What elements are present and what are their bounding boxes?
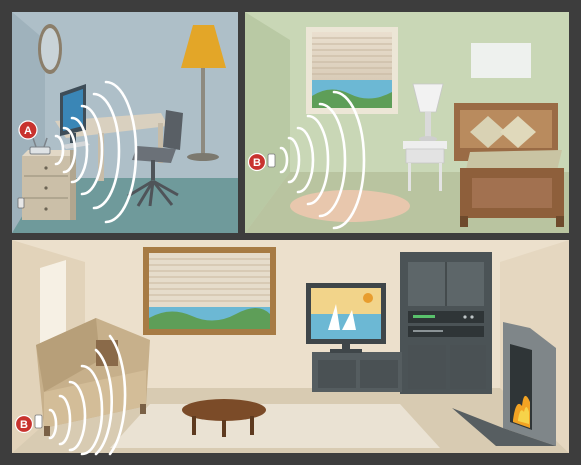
powerline-adapter-icon [268, 154, 275, 167]
living-room-panel: B [12, 240, 569, 454]
coffee-table [182, 399, 266, 437]
tv-icon [306, 283, 386, 353]
living-rug [110, 404, 440, 448]
marker-b-living-label: B [20, 419, 28, 431]
marker-b-living: B [16, 416, 33, 433]
powerline-adapter-icon [35, 415, 42, 428]
marker-b-bedroom: B [249, 154, 266, 171]
bedroom-window [306, 27, 398, 114]
marker-a: A [19, 121, 37, 139]
marker-a-label: A [24, 125, 32, 137]
powerline-adapter-icon [18, 198, 24, 208]
bedroom-picture [471, 43, 531, 78]
bed-icon [454, 103, 564, 227]
living-window [143, 247, 276, 335]
marker-b-bedroom-label: B [253, 157, 261, 169]
office-panel: A [12, 12, 238, 233]
bedroom-panel: B [245, 12, 569, 233]
